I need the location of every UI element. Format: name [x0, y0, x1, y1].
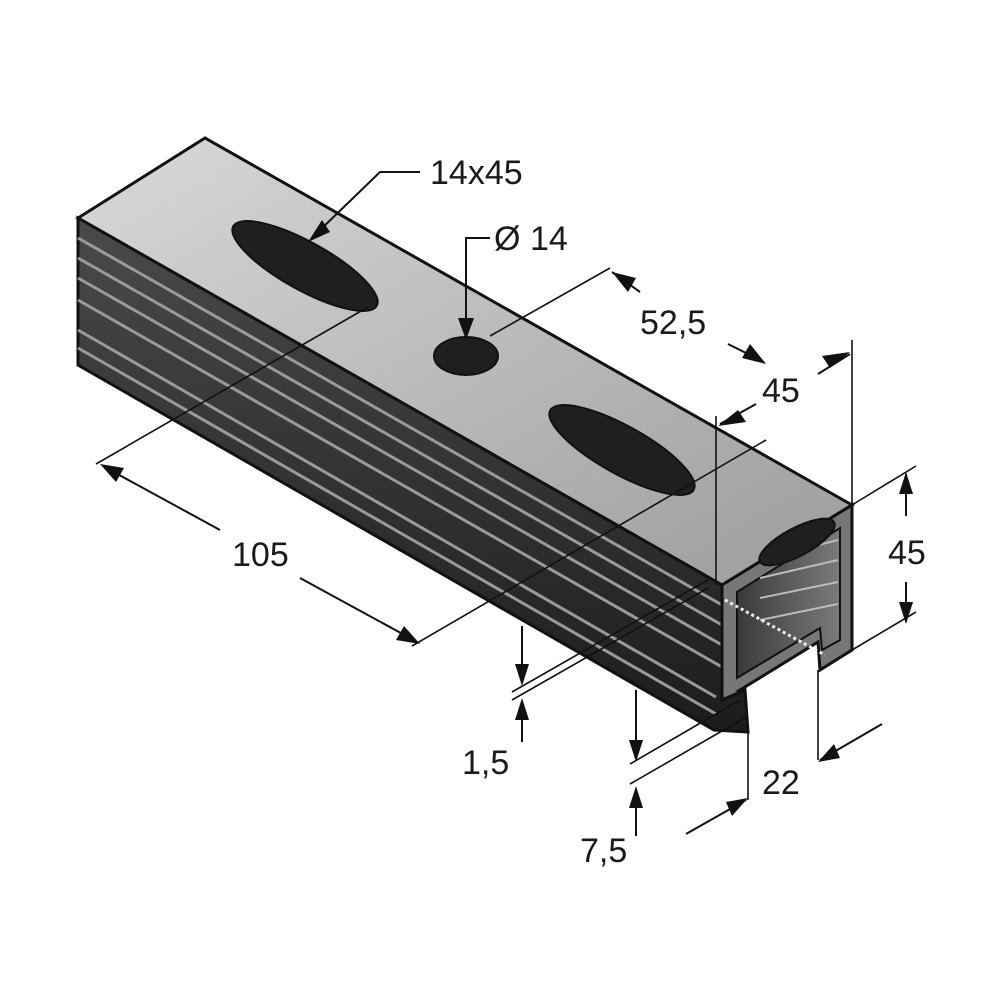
slot-leader: [317, 171, 420, 233]
hole-leader-arrow: [458, 318, 474, 340]
lip-arrow-bottom: [629, 786, 643, 808]
depth-arrow-top: [822, 352, 850, 368]
slot-left: [231, 220, 379, 312]
lip-arrow-top: [629, 740, 643, 762]
strut-channel: [75, 136, 855, 734]
dimension-lines: [95, 171, 917, 836]
height-extension-1: [851, 465, 917, 506]
height-arrow-bottom: [899, 602, 913, 624]
thickness-extension-2: [511, 587, 709, 701]
pitch-arrow-right: [396, 626, 420, 644]
end-slot-cut: [758, 517, 836, 567]
half-pitch-arrow-left: [612, 272, 636, 292]
depth-arrow-bottom: [718, 410, 746, 426]
pitch-line-b: [299, 577, 411, 639]
lip-extension-2: [629, 715, 749, 785]
pitch-arrow-left: [100, 464, 124, 482]
half-pitch-dimension-label: 52,5: [640, 304, 706, 342]
opening-arrow-left: [726, 798, 748, 816]
pitch-extension-1: [95, 306, 369, 465]
dimension-labels: 14x45 Ø 14 52,5 105 45 45 1,5 7,5 22: [232, 154, 926, 870]
half-pitch-extension: [489, 267, 611, 337]
height-arrow-top: [899, 472, 913, 494]
half-pitch-arrow-right: [742, 344, 766, 364]
opening-arrow-right: [818, 744, 840, 762]
pitch-extension-2: [411, 439, 767, 647]
hole-dimension-label: 14: [530, 220, 568, 258]
slot-leader-arrow: [308, 220, 330, 242]
thickness-dimension-label: 1,5: [462, 744, 509, 782]
slot-right: [548, 404, 696, 496]
hole-symbol: Ø: [494, 220, 520, 258]
hole-leader: [465, 237, 490, 330]
lip-dimension-label: 7,5: [580, 832, 627, 870]
lip-extension-1: [629, 699, 741, 765]
thickness-extension-1: [511, 579, 709, 693]
opening-dimension-label: 22: [762, 764, 800, 802]
pitch-line-a: [109, 469, 221, 531]
serrated-lip: [724, 598, 826, 657]
slot-dimension-label: 14x45: [430, 154, 523, 192]
round-hole: [433, 336, 499, 376]
thickness-arrow-bottom: [515, 698, 529, 720]
pitch-dimension-label: 105: [232, 536, 289, 574]
thickness-arrow-top: [515, 664, 529, 686]
height-dimension-label: 45: [888, 534, 926, 572]
depth-dimension-label: 45: [762, 372, 800, 410]
